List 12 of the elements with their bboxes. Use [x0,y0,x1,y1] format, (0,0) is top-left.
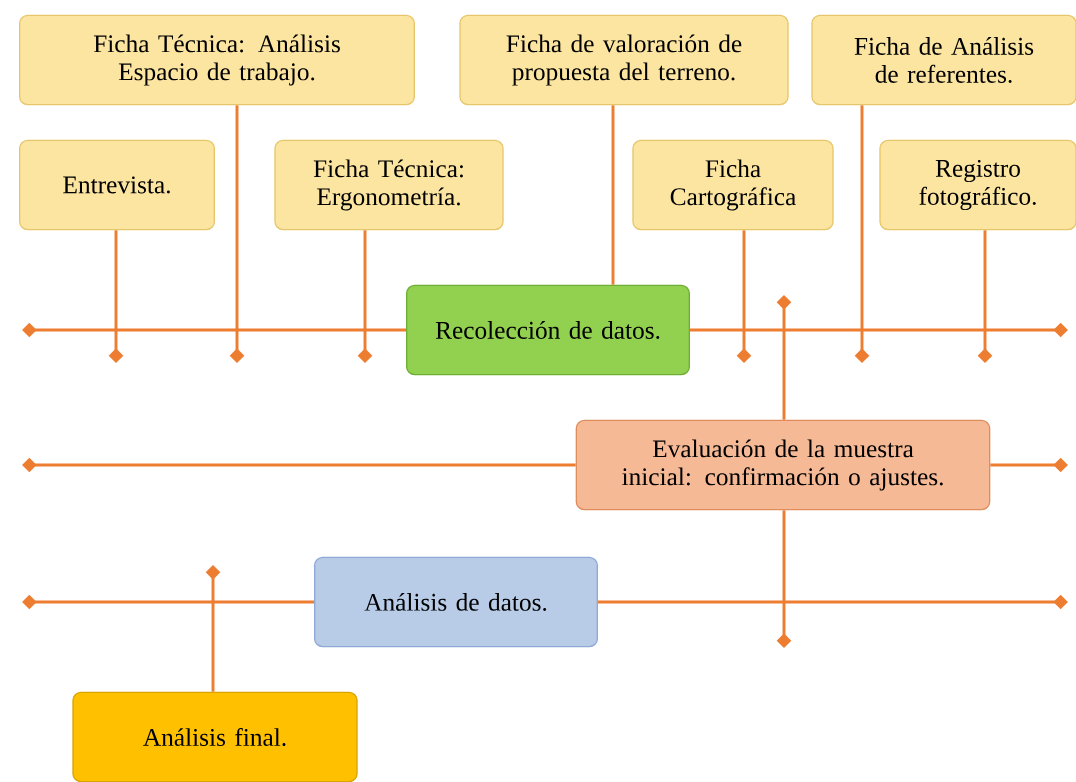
process-box: Evaluación de la muestra inicial: confirmación o ajustes. [575,419,991,511]
process-box: Ficha de valoración de propuesta del terreno. [459,14,789,106]
process-box: Ficha de Análisis de referentes. [811,14,1076,106]
process-box: Ficha Técnica: Ergonometría. [274,139,504,231]
process-box: Entrevista. [19,139,215,231]
process-box: Ficha Cartográfica [632,139,834,231]
process-box: Análisis final. [72,691,358,782]
connector-line [611,105,615,285]
process-box: Ficha Técnica: Análisis Espacio de trabajo. [19,14,415,106]
process-box: Análisis de datos. [314,556,598,648]
process-box: Recolección de datos. [406,284,690,376]
process-box: Registro fotográfico. [879,139,1076,231]
